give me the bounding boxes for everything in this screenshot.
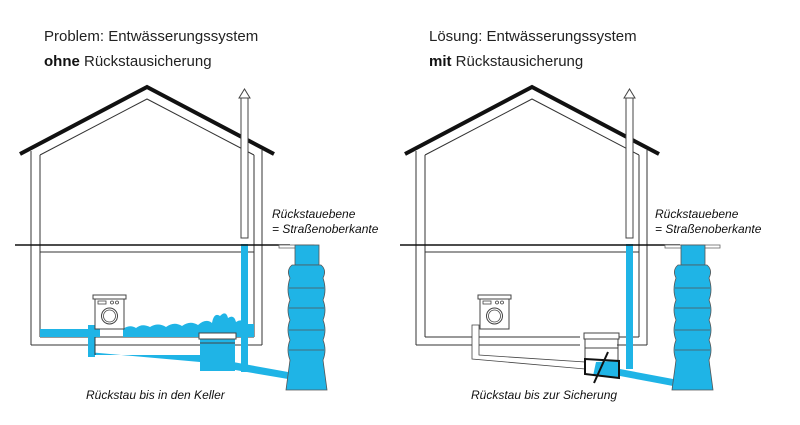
left-sewer-shaft <box>285 244 328 391</box>
right-vent-arrow-icon <box>623 88 636 99</box>
left-level-label-1: Rückstauebene <box>272 207 356 221</box>
left-inner-roof <box>39 98 255 156</box>
right-title-bold: mit <box>429 53 452 70</box>
left-title-line2: ohne Rückstausicherung <box>44 52 258 72</box>
right-roof <box>404 84 660 156</box>
right-caption: Rückstau bis zur Sicherung <box>471 388 618 402</box>
left-level-label: Rückstauebene = Straßenoberkante <box>272 207 378 237</box>
left-title: Problem: Entwässerungssystem ohne Rückst… <box>44 27 258 72</box>
left-vent-arrow-icon <box>238 88 251 99</box>
right-level-label: Rückstauebene = Straßenoberkante <box>655 207 761 237</box>
left-house <box>19 84 275 346</box>
right-backflow-valve-icon <box>584 351 620 384</box>
right-title-line1: Lösung: Entwässerungssystem <box>429 28 637 45</box>
left-title-line1: Problem: Entwässerungssystem <box>44 28 259 45</box>
left-roof <box>19 84 275 156</box>
left-water <box>40 244 288 379</box>
left-title-rest: Rückstausicherung <box>79 53 212 70</box>
right-title-line2: mit Rückstausicherung <box>429 52 637 72</box>
right-house <box>404 84 660 346</box>
right-sewer-shaft <box>671 244 714 391</box>
right-title-rest: Rückstausicherung <box>451 53 584 70</box>
left-level-label-2: = Straßenoberkante <box>272 222 379 236</box>
left-caption: Rückstau bis in den Keller <box>86 388 225 402</box>
right-title: Lösung: Entwässerungssystem mit Rückstau… <box>429 27 637 72</box>
right-level-label-2: = Straßenoberkante <box>655 222 762 236</box>
right-level-label-1: Rückstauebene <box>655 207 739 221</box>
right-washing-machine-icon <box>477 294 512 330</box>
right-water <box>593 244 673 386</box>
left-title-bold: ohne <box>44 53 80 70</box>
left-washing-machine-icon <box>92 294 127 330</box>
right-inner-roof <box>424 98 640 156</box>
